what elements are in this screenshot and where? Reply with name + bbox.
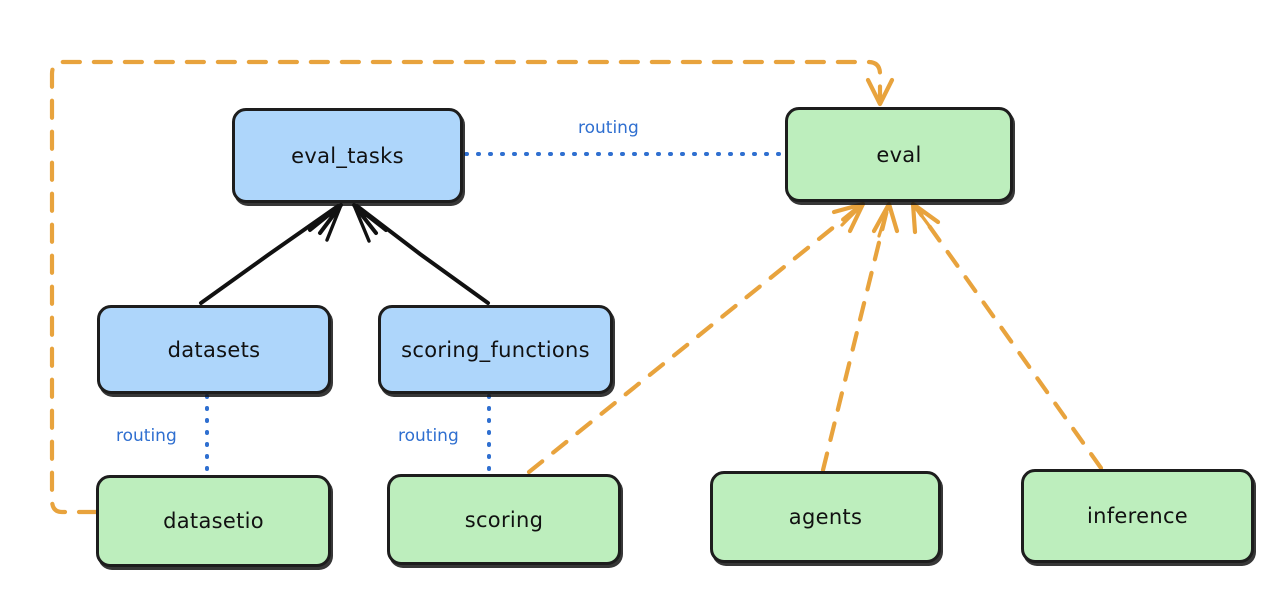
node-label: datasetio [163, 509, 264, 533]
edge-label-routing-eval: routing [578, 118, 639, 138]
edge-inference-eval [910, 201, 1104, 471]
edge-datasets-eval_tasks [199, 203, 343, 305]
edge-scoring-eval [526, 201, 866, 475]
edge-label-routing-datasetio: routing [116, 426, 177, 446]
edge-scoring_functions-eval_tasks [352, 203, 490, 305]
node-inference[interactable]: inference [1021, 469, 1254, 563]
node-eval[interactable]: eval [785, 107, 1013, 202]
edge-datasetio-eval [49, 59, 895, 515]
edge-label-routing-scoring: routing [398, 426, 459, 446]
node-label: datasets [167, 337, 261, 362]
node-agents[interactable]: agents [710, 471, 941, 563]
node-datasetio[interactable]: datasetio [96, 475, 331, 567]
node-label: inference [1086, 504, 1189, 528]
node-scoring-functions[interactable]: scoring_functions [378, 305, 613, 394]
edge-agents-eval [820, 201, 900, 473]
node-label: scoring [464, 507, 544, 532]
node-label: scoring_functions [401, 337, 590, 362]
node-label: eval_tasks [291, 143, 404, 168]
node-eval-tasks[interactable]: eval_tasks [232, 108, 463, 203]
node-datasets[interactable]: datasets [97, 305, 331, 394]
node-label: eval [876, 142, 922, 167]
node-label: agents [788, 505, 863, 529]
node-scoring[interactable]: scoring [387, 474, 621, 565]
